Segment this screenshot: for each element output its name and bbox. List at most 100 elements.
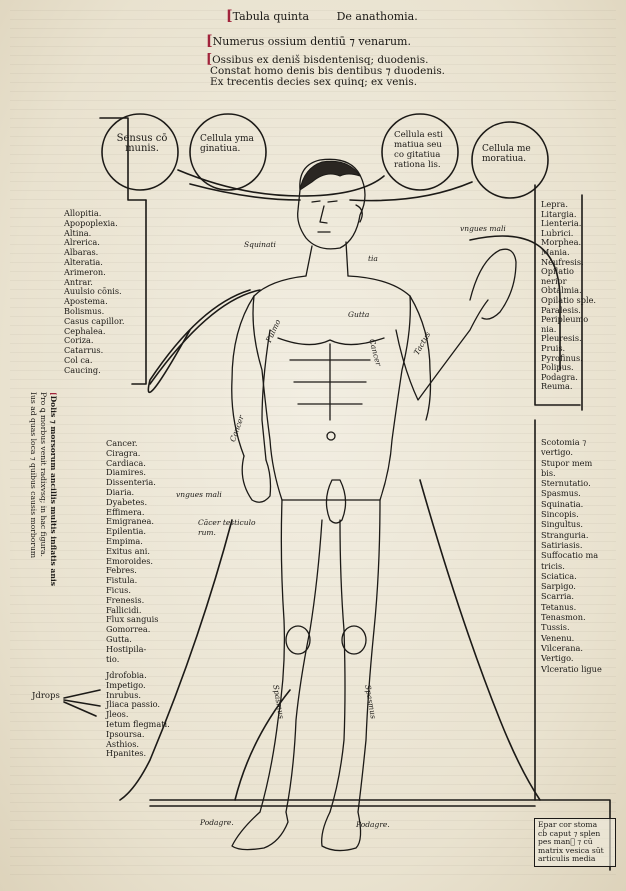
list-item: Vlceratio ligue [541, 663, 602, 674]
label-vngues-left: vngues mali [176, 490, 222, 499]
list-item: Stupor mem [541, 457, 593, 468]
jdrops-pointer [63, 689, 101, 717]
list-item: Catarrus. [64, 345, 104, 356]
list-item: Alteratia. [64, 256, 103, 267]
leg-left-outer [259, 499, 286, 813]
list-item: Venenu. [541, 632, 575, 643]
list-item: Stranguria. [541, 529, 589, 540]
envelope-arm-left [149, 289, 261, 385]
list-item: Epilentia. [106, 526, 146, 537]
foot-right [321, 811, 362, 852]
head [297, 158, 366, 250]
list-item: Pyrofinus. [541, 352, 583, 363]
neck [305, 241, 349, 277]
label-vngues-top: vngues mali [460, 224, 506, 233]
hand-left [241, 455, 272, 503]
header-line-2: [Numerus ossium dentiū ⁊ venarum. [206, 33, 411, 49]
verse-line-3: Ex trecentis decies sex quinq; ex venis. [210, 76, 418, 88]
left-disease-bracket [131, 199, 147, 385]
arm-left-upper [231, 295, 255, 457]
list-item: Diaria. [106, 486, 135, 497]
list-item: Spasmus. [541, 488, 581, 499]
abdomen [289, 343, 371, 421]
nose [319, 205, 328, 224]
list-item: Lepra. [541, 199, 568, 209]
list-item: Reuma. [541, 381, 573, 392]
list-item: Cardiaca. [106, 457, 146, 468]
figure [231, 158, 517, 852]
left-vertical-line-1: [Dolis ⁊ morsorum ancillis multis inflat… [49, 392, 58, 587]
note-line: articulis media [538, 854, 596, 864]
cell-circle-2 [189, 113, 267, 191]
leg-right-outer [357, 499, 381, 813]
left-vertical-line-3: Ius ad quas loca ⁊ quibus causis morboru… [29, 392, 38, 559]
list-item: Squinatia. [541, 498, 584, 509]
list-item: Hpanites. [106, 748, 147, 759]
list-item: Emigranea. [106, 516, 154, 527]
list-item: nia. [541, 323, 557, 334]
list-item: Paralesis. [541, 304, 581, 315]
cell-circle-3 [381, 113, 459, 191]
list-item: Hostipila- [106, 643, 147, 654]
list-item: Jliaca passio. [106, 699, 161, 710]
leg-left-inner [285, 519, 323, 813]
list-item: Alrerica. [64, 237, 100, 248]
cell-estimatiua: Cellula esti matiua seu co gitatiua rati… [394, 130, 443, 170]
left-disease-list-low: Jdrofobia. Impetigo. Inrubus. Jliaca pas… [106, 670, 170, 759]
list-item: Gomorrea. [106, 624, 151, 635]
verse-line-1: Ossibus ex deniš bisdentenisq; duodenis. [212, 54, 429, 66]
list-item: Asthios. [106, 738, 140, 749]
list-item: Ciragra. [106, 447, 141, 458]
list-item: Altina. [64, 227, 92, 238]
label-squinantia: Squinati [244, 240, 276, 249]
list-item: Polipus. [541, 362, 574, 373]
list-item: Caucing. [64, 364, 101, 375]
list-item: Apostema. [64, 296, 108, 307]
list-item: Opilatio [541, 266, 574, 277]
note-line: pes man᷑ ⁊ cū [538, 837, 593, 847]
list-item: Ficus. [106, 584, 131, 595]
chest [277, 337, 385, 346]
list-item: Ipsoursa. [106, 728, 145, 739]
header-verse: [Ossibus ex deniš bisdentenisq; duodenis… [206, 52, 445, 88]
bleed-through-text [10, 10, 616, 880]
label-cancer-testiculorum: Cācer testiculo [198, 518, 256, 527]
list-item: Peripleumo [541, 314, 589, 325]
verse-line-2: Constat homo denis bis dentibus ⁊ duoden… [210, 65, 445, 77]
right-disease-list-low: Scotomia ⁊ vertigo. Stupor mem bis. Ster… [541, 437, 602, 674]
knee-right [341, 625, 367, 655]
list-item: Col ca. [64, 354, 93, 365]
label-gutta: Gutta [348, 310, 370, 319]
genitals [325, 479, 347, 524]
list-item: Tetanus. [541, 601, 577, 612]
list-item: Scotomia ⁊ [541, 437, 587, 447]
list-item: Morphea. [541, 237, 582, 248]
envelope-right [469, 235, 561, 371]
list-item: Dyabetes. [106, 496, 148, 507]
list-item: Flux sanguis [106, 614, 159, 625]
list-item: Litargia. [541, 208, 577, 219]
list-item: Cancer. [106, 438, 138, 448]
list-item: Obtalmia. [541, 285, 582, 296]
list-item: vertigo. [541, 447, 573, 458]
list-item: tio. [106, 653, 120, 664]
list-item: nerior [541, 275, 567, 286]
cell-circle-1 [101, 113, 179, 191]
list-item: Jdrofobia. [106, 670, 147, 680]
list-item: Fallicidi. [106, 604, 142, 615]
list-item: Scarria. [541, 591, 575, 602]
jdrops-label: Jdrops [32, 691, 60, 701]
list-item: Neufresis. [541, 256, 584, 267]
cell-memoratiua: Cellula me moratiua. [482, 144, 531, 164]
list-item: Empima. [106, 535, 143, 546]
list-item: Albaras. [64, 247, 99, 258]
arm-right-upper [409, 295, 432, 421]
list-item: Apopoplexia. [64, 217, 118, 228]
list-item: Effimera. [106, 506, 145, 517]
list-item: Pruis. [541, 342, 566, 353]
list-item: tricis. [541, 560, 565, 571]
list-item: Vilcerana. [541, 642, 583, 653]
note-line: cḃ caput ⁊ splen [538, 828, 601, 838]
